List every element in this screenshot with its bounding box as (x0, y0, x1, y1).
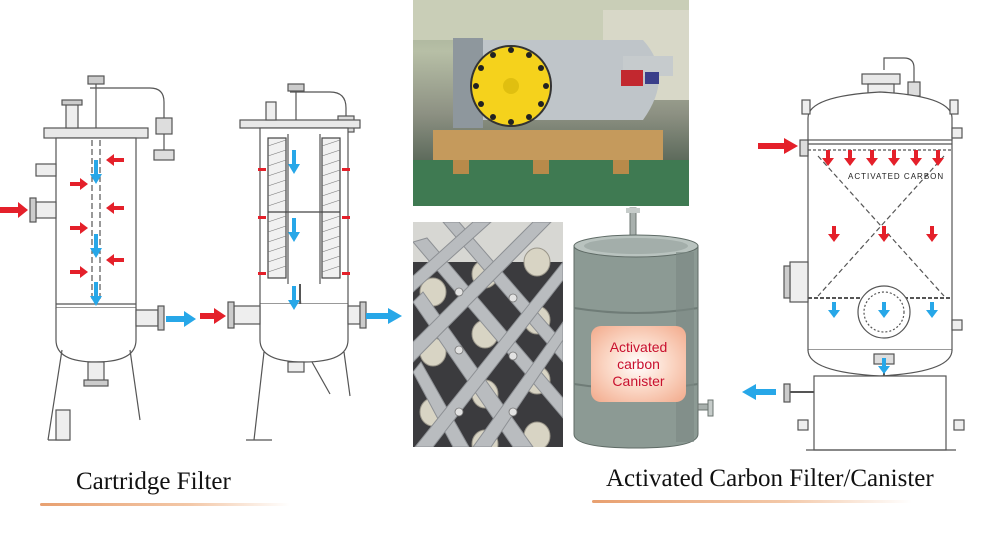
large-filter-photo (413, 0, 689, 206)
outflow-arrows-2 (288, 150, 402, 324)
vessel-label: ACTIVATED CARBON (848, 172, 945, 181)
caption-activated-carbon: Activated Carbon Filter/Canister (606, 465, 934, 492)
inflow-arrows-1 (0, 154, 124, 278)
caption-underline-right (592, 500, 912, 503)
canister-label: Activated carbon Canister (591, 326, 686, 402)
cartridge-bundle-photo (413, 222, 563, 447)
caption-cartridge-filter: Cartridge Filter (76, 468, 231, 495)
inflow-arrows-3 (758, 138, 944, 242)
outflow-arrows-1 (90, 160, 196, 327)
inflow-arrows-2 (200, 168, 350, 324)
caption-underline-left (40, 503, 290, 506)
outflow-arrows-3 (742, 302, 938, 400)
